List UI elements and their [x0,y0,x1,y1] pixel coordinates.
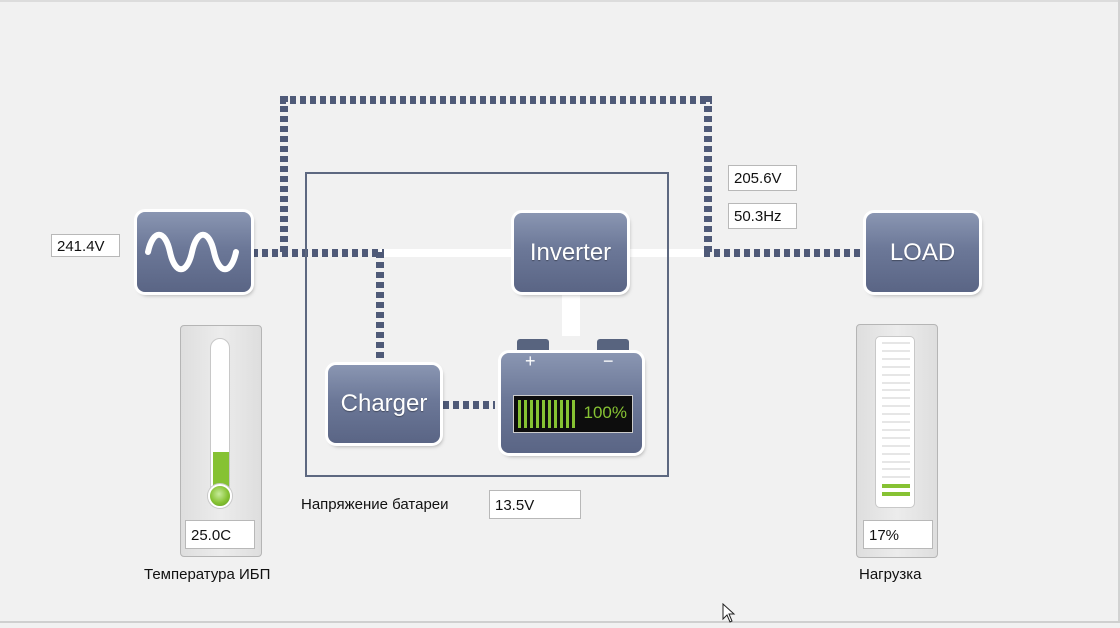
load-label: Нагрузка [859,566,922,583]
input-line [252,249,384,257]
battery-negative-terminal [597,339,629,355]
input-source-block[interactable] [137,212,251,292]
charger-block[interactable]: Charger [328,365,440,443]
load-meter-bar-lit [882,484,910,488]
mouse-cursor-icon [722,602,738,628]
thermometer-bulb [208,484,232,508]
load-block[interactable]: LOAD [866,213,979,292]
load-meter-tick [882,366,910,368]
input-voltage-field: 241.4V [51,234,120,257]
load-percent-field: 17% [863,520,933,549]
battery-level-segment [518,400,521,428]
load-meter-tick [882,437,910,439]
output-line [704,249,864,257]
load-meter-tick [882,413,910,415]
battery-plus-sign: + [525,351,536,371]
battery-voltage-field: 13.5V [489,490,581,519]
battery-level-segment [572,400,575,428]
load-meter-tick [882,350,910,352]
battery-level-segment [524,400,527,428]
load-meter-tick [882,358,910,360]
battery-level-segment [542,400,545,428]
output-voltage-field: 205.6V [728,165,797,191]
battery-icon[interactable]: + − 100% [501,351,642,453]
battery-level-segment [548,400,551,428]
bypass-top-line [280,96,712,104]
load-meter-tick [882,468,910,470]
battery-positive-terminal [517,339,549,355]
load-meter-tick [882,461,910,463]
bypass-left-line [280,96,288,254]
charger-battery-line [443,401,495,409]
window-bottom-border [0,621,1120,623]
battery-level-segment [566,400,569,428]
load-meter-tick [882,382,910,384]
thermometer-fill [213,452,229,492]
ups-internal-frame [305,172,669,477]
load-meter-tick [882,453,910,455]
load-meter-tick [882,476,910,478]
inverter-block[interactable]: Inverter [514,213,627,292]
load-meter-tick [882,397,910,399]
load-meter-tick [882,342,910,344]
load-meter-tick [882,421,910,423]
load-meter-tick [882,429,910,431]
window-top-border [0,0,1120,2]
temperature-label: Температура ИБП [144,566,271,583]
battery-level-segment [554,400,557,428]
battery-level-segment [530,400,533,428]
battery-percent: 100% [583,403,627,422]
load-meter-tick [882,389,910,391]
battery-level-segment [536,400,539,428]
load-meter-bar-lit [882,492,910,496]
output-frequency-field: 50.3Hz [728,203,797,229]
charger-input-line [376,252,384,362]
sine-wave-icon [144,227,244,277]
window-right-border [1118,0,1120,623]
load-meter-tick [882,405,910,407]
battery-minus-sign: − [603,351,614,371]
battery-level-display: 100% [513,395,633,433]
battery-voltage-label: Напряжение батареи [301,496,449,513]
load-meter-tick [882,445,910,447]
battery-level-segment [560,400,563,428]
load-meter-tick [882,374,910,376]
temperature-field: 25.0C [185,520,255,549]
bypass-right-line [704,96,712,254]
inverter-battery-link [562,292,580,336]
